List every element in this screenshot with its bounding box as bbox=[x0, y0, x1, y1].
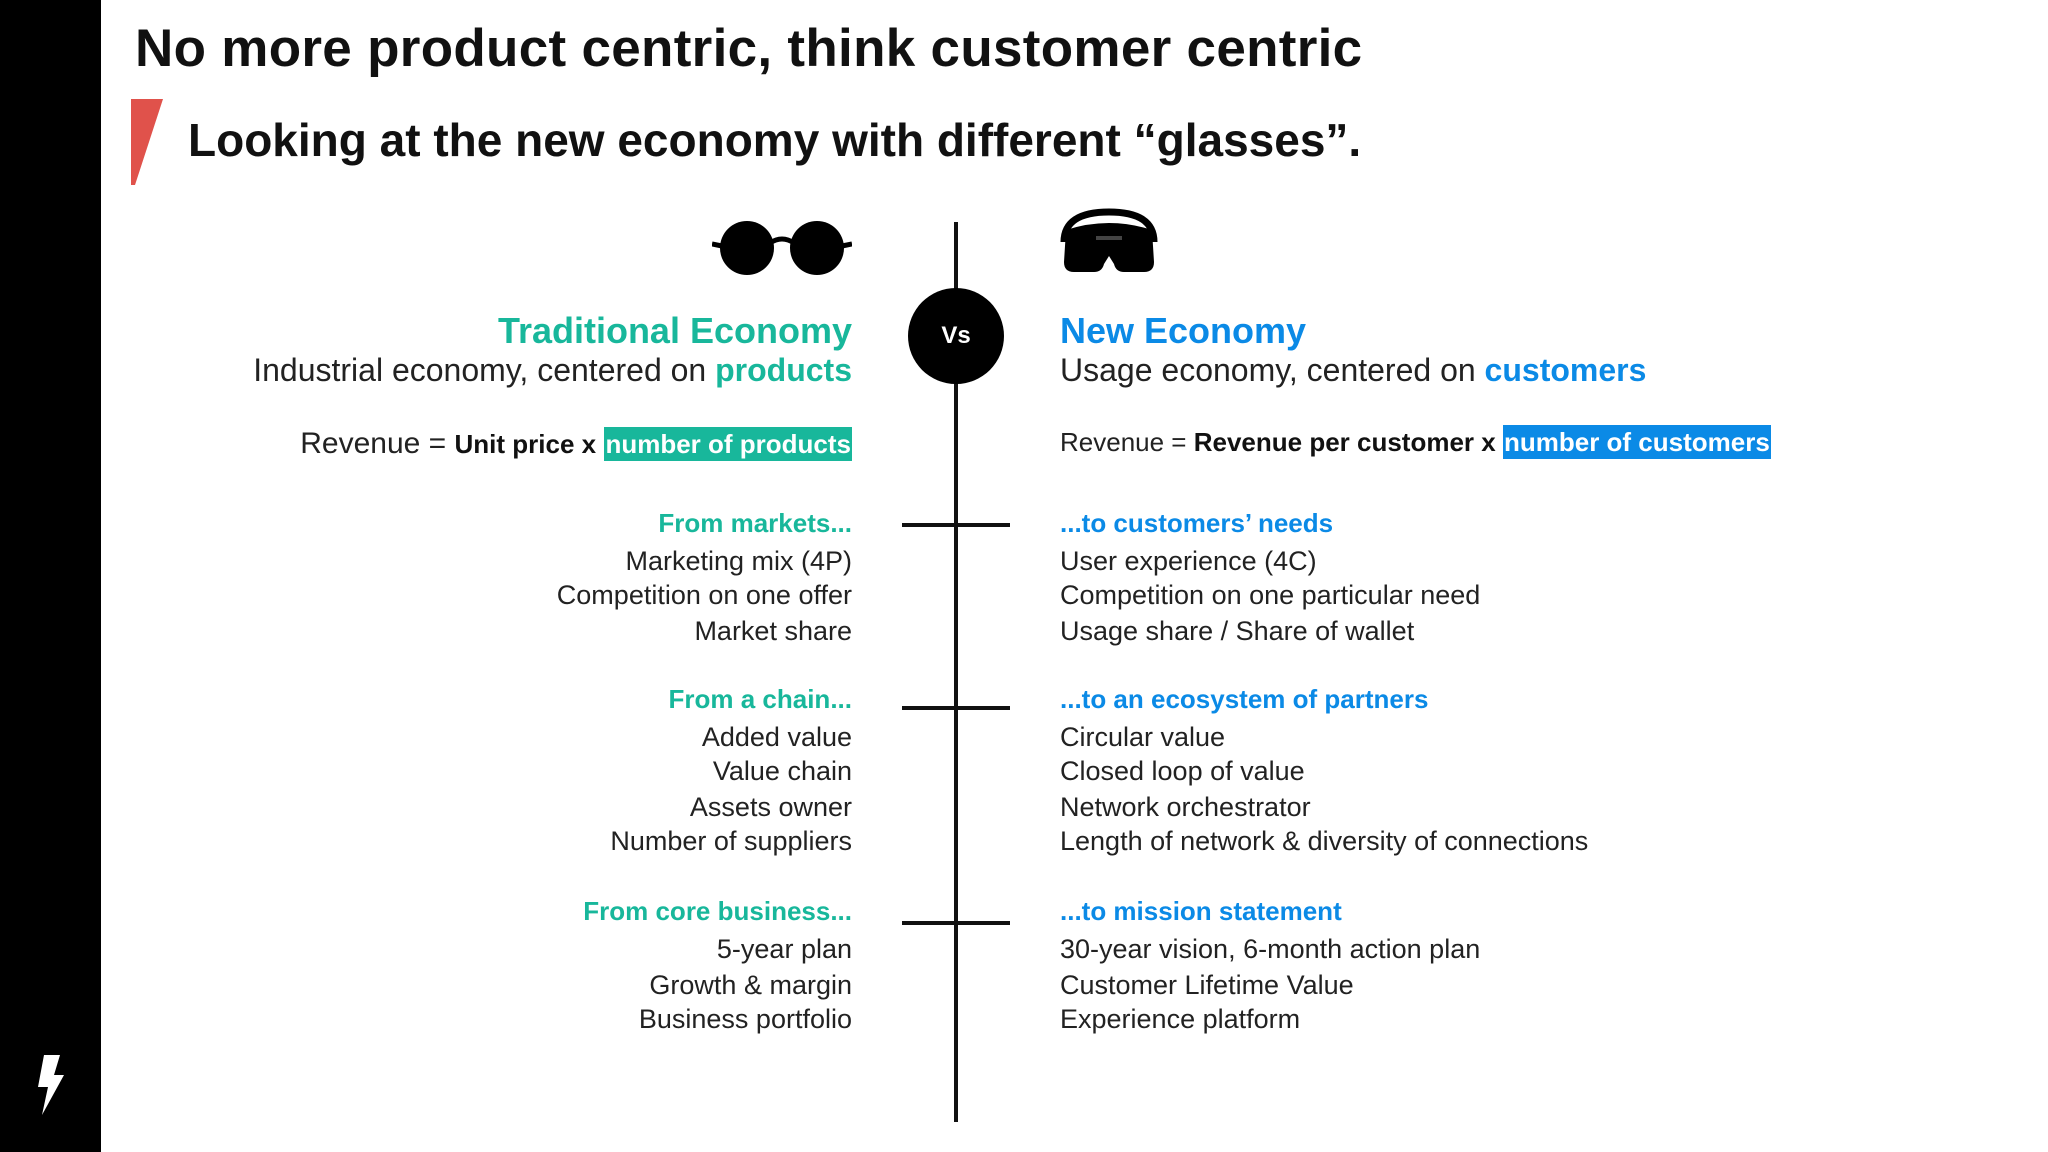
center-divider bbox=[954, 222, 958, 1122]
sunglasses-icon bbox=[712, 221, 852, 275]
list-item: Experience platform bbox=[1060, 1004, 1301, 1034]
list-item: Closed loop of value bbox=[1060, 756, 1305, 786]
list-item: Customer Lifetime Value bbox=[1060, 970, 1354, 1000]
traditional-description: Industrial economy, centered on products bbox=[253, 352, 852, 389]
list-item: Value chain bbox=[712, 756, 852, 786]
list-item: Business portfolio bbox=[638, 1004, 852, 1034]
new-economy-desc-prefix: Usage economy, centered on bbox=[1060, 352, 1485, 388]
list-item: User experience (4C) bbox=[1060, 546, 1317, 576]
traditional-revenue-highlight: number of products bbox=[604, 427, 852, 461]
list-item: 5-year plan bbox=[716, 934, 852, 964]
list-item: Circular value bbox=[1060, 722, 1226, 752]
new-economy-revenue-formula: Revenue per customer x bbox=[1193, 427, 1496, 457]
divider-tick bbox=[902, 921, 1010, 925]
list-item: Competition on one offer bbox=[556, 580, 852, 610]
new-economy-section-heading: ...to an ecosystem of partners bbox=[1060, 684, 1429, 714]
vr-headset-icon bbox=[1060, 208, 1158, 272]
divider-tick bbox=[902, 706, 1010, 710]
new-economy-section-heading: ...to mission statement bbox=[1060, 896, 1342, 926]
traditional-section-heading: From a chain... bbox=[668, 684, 853, 714]
new-economy-revenue-highlight: number of customers bbox=[1502, 425, 1771, 459]
list-item: Added value bbox=[701, 722, 852, 752]
new-economy-description: Usage economy, centered on customers bbox=[1060, 352, 1646, 389]
accent-mark bbox=[131, 99, 163, 185]
traditional-desc-emphasis: products bbox=[715, 352, 852, 388]
lightning-logo-icon bbox=[38, 1055, 64, 1115]
traditional-revenue: Revenue = Unit price x number of product… bbox=[300, 427, 852, 461]
traditional-revenue-formula: Unit price x bbox=[454, 429, 597, 459]
new-economy-desc-emphasis: customers bbox=[1484, 352, 1647, 388]
new-economy-title: New Economy bbox=[1060, 310, 1307, 351]
traditional-section-heading: From core business... bbox=[583, 896, 852, 926]
list-item: Assets owner bbox=[689, 792, 852, 822]
traditional-section-heading: From markets... bbox=[658, 508, 852, 538]
list-item: Competition on one particular need bbox=[1060, 580, 1481, 610]
list-item: Number of suppliers bbox=[610, 826, 852, 856]
list-item: Network orchestrator bbox=[1060, 792, 1311, 822]
page-title: No more product centric, think customer … bbox=[135, 19, 1363, 78]
new-economy-revenue: Revenue = Revenue per customer x number … bbox=[1060, 425, 1771, 459]
list-item: Length of network & diversity of connect… bbox=[1060, 826, 1589, 856]
list-item: Growth & margin bbox=[649, 970, 852, 1000]
traditional-title: Traditional Economy bbox=[497, 310, 852, 351]
new-economy-revenue-prefix: Revenue = bbox=[1060, 427, 1194, 457]
divider-tick bbox=[902, 523, 1010, 527]
sidebar bbox=[0, 0, 101, 1152]
traditional-desc-prefix: Industrial economy, centered on bbox=[253, 352, 716, 388]
traditional-revenue-prefix: Revenue = bbox=[300, 427, 455, 460]
list-item: 30-year vision, 6-month action plan bbox=[1060, 934, 1481, 964]
page-subtitle: Looking at the new economy with differen… bbox=[188, 114, 1362, 166]
new-economy-section-heading: ...to customers’ needs bbox=[1060, 508, 1334, 538]
list-item: Marketing mix (4P) bbox=[625, 546, 852, 576]
vs-badge: Vs bbox=[908, 288, 1004, 384]
list-item: Usage share / Share of wallet bbox=[1060, 616, 1415, 646]
list-item: Market share bbox=[694, 616, 852, 646]
